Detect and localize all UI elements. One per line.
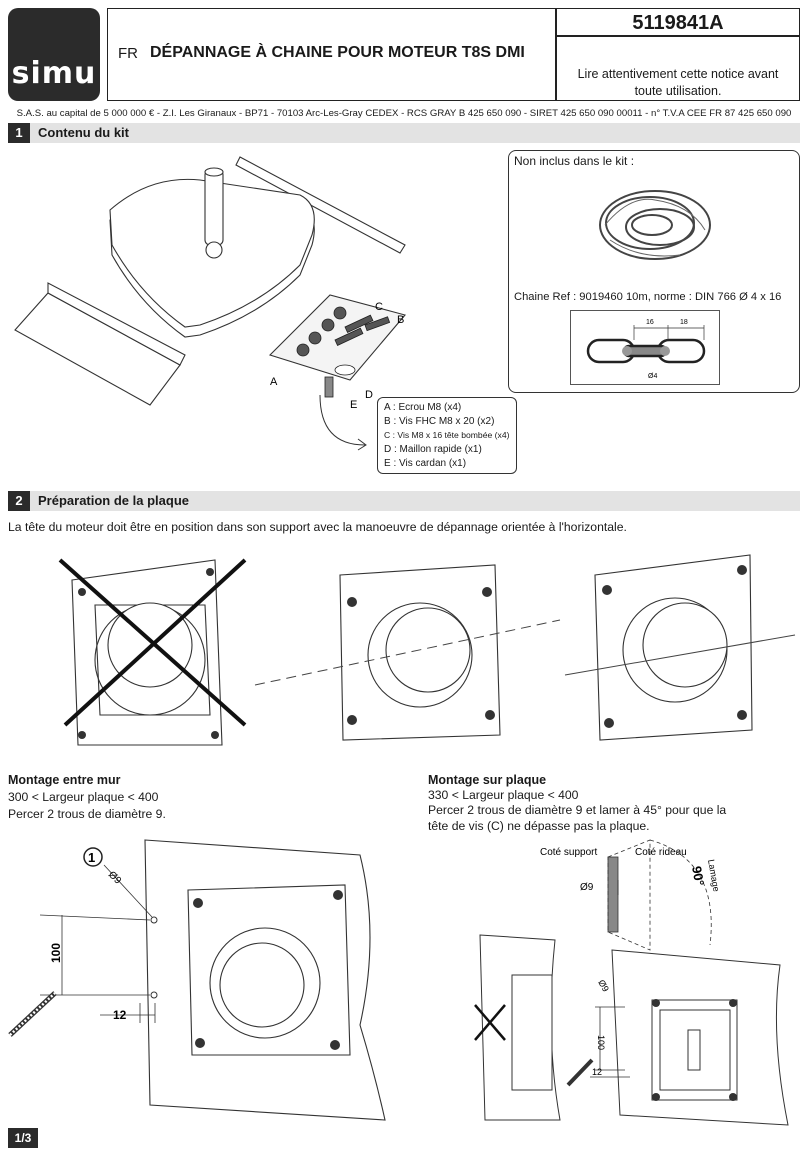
chain-dim-18: 18 (680, 319, 688, 326)
callout-circle (83, 847, 103, 867)
simu-logo: simu (8, 8, 100, 101)
legend-item: C : Vis M8 x 16 tête bombée (x4) (384, 430, 510, 440)
section-2-header: 2 Préparation de la plaque (8, 491, 800, 511)
plate-mount-text: tête de vis (C) ne dépasse pas la plaque… (428, 819, 650, 833)
parts-legend: A : Ecrou M8 (x4) B : Vis FHC M8 x 20 (x… (377, 397, 517, 474)
legend-item: A : Ecrou M8 (x4) (384, 402, 462, 413)
lamage-angle: 90° (689, 865, 707, 887)
motor-position-views (58, 554, 796, 746)
section-title: Préparation de la plaque (38, 493, 189, 508)
legend-item: B : Vis FHC M8 x 20 (x2) (384, 416, 495, 427)
hole-diameter: Ø9 (106, 869, 124, 887)
section-title: Contenu du kit (38, 125, 129, 140)
side-curtain: Coté rideau (635, 847, 687, 858)
page-number: 1/3 (8, 1128, 38, 1148)
label-e: E (350, 399, 357, 411)
dim-offset: 12 (113, 1008, 127, 1022)
plate-dim-offset: 12 (592, 1067, 602, 1077)
wall-mount-diagram: 1 Ø9 100 12 (8, 839, 386, 1121)
label-d: D (365, 389, 373, 401)
plate-mount-text: 330 < Largeur plaque < 400 (428, 788, 579, 802)
header-divider (555, 8, 557, 101)
shaft (204, 169, 224, 246)
side-support: Coté support (540, 847, 597, 858)
plate-mount-text: Percer 2 trous de diamètre 9 et lamer à … (428, 803, 727, 817)
plate-dim-height: 100 (596, 1035, 606, 1050)
crank-rod (235, 156, 406, 254)
plate-hole: Ø9 (596, 978, 611, 993)
label-c: C (375, 301, 383, 313)
plate-mount-diagram: Coté support Coté rideau Ø9 90° Lamage Ø… (474, 839, 789, 1126)
lamage-hole: Ø9 (580, 882, 594, 893)
header-divider (555, 35, 800, 37)
section-1-header: 1 Contenu du kit (8, 123, 800, 143)
language-code: FR (118, 45, 138, 62)
nut (296, 343, 310, 357)
header-frame (107, 8, 800, 101)
chain-dim-d4: Ø4 (648, 373, 657, 380)
section-number: 2 (8, 491, 30, 511)
document-title: DÉPANNAGE À CHAINE POUR MOTEUR T8S DMI (150, 44, 525, 61)
plate-mount-heading: Montage sur plaque (428, 773, 547, 787)
not-included-box (508, 150, 800, 393)
chain-dim-16: 16 (646, 319, 654, 326)
legend-item: D : Maillon rapide (x1) (384, 444, 482, 455)
lamage-label: Lamage (706, 859, 721, 893)
kit-illustration: A B C D E (14, 156, 406, 451)
wall-mount-text: 300 < Largeur plaque < 400 (8, 790, 159, 804)
not-included-label: Non inclus dans le kit : (514, 154, 635, 168)
dim-height: 100 (49, 943, 63, 963)
chain-link-diagram: 16 18 Ø4 (570, 310, 720, 385)
chain-reference: Chaine Ref : 9019460 10m, norme : DIN 76… (514, 291, 782, 303)
wall-mount-heading: Montage entre mur (8, 773, 121, 787)
label-b: B (397, 314, 404, 326)
section-number: 1 (8, 123, 30, 143)
legend-item: E : Vis cardan (x1) (384, 458, 467, 469)
chain-bundle-image (599, 190, 711, 260)
legal-line: S.A.S. au capital de 5 000 000 € - Z.I. … (16, 108, 792, 119)
document-reference: 5119841A (632, 12, 724, 34)
callout-number: 1 (88, 850, 95, 865)
wall-mount-text: Percer 2 trous de diamètre 9. (8, 807, 166, 821)
section-intro: La tête du moteur doit être en position … (8, 520, 627, 534)
label-a: A (270, 376, 278, 388)
